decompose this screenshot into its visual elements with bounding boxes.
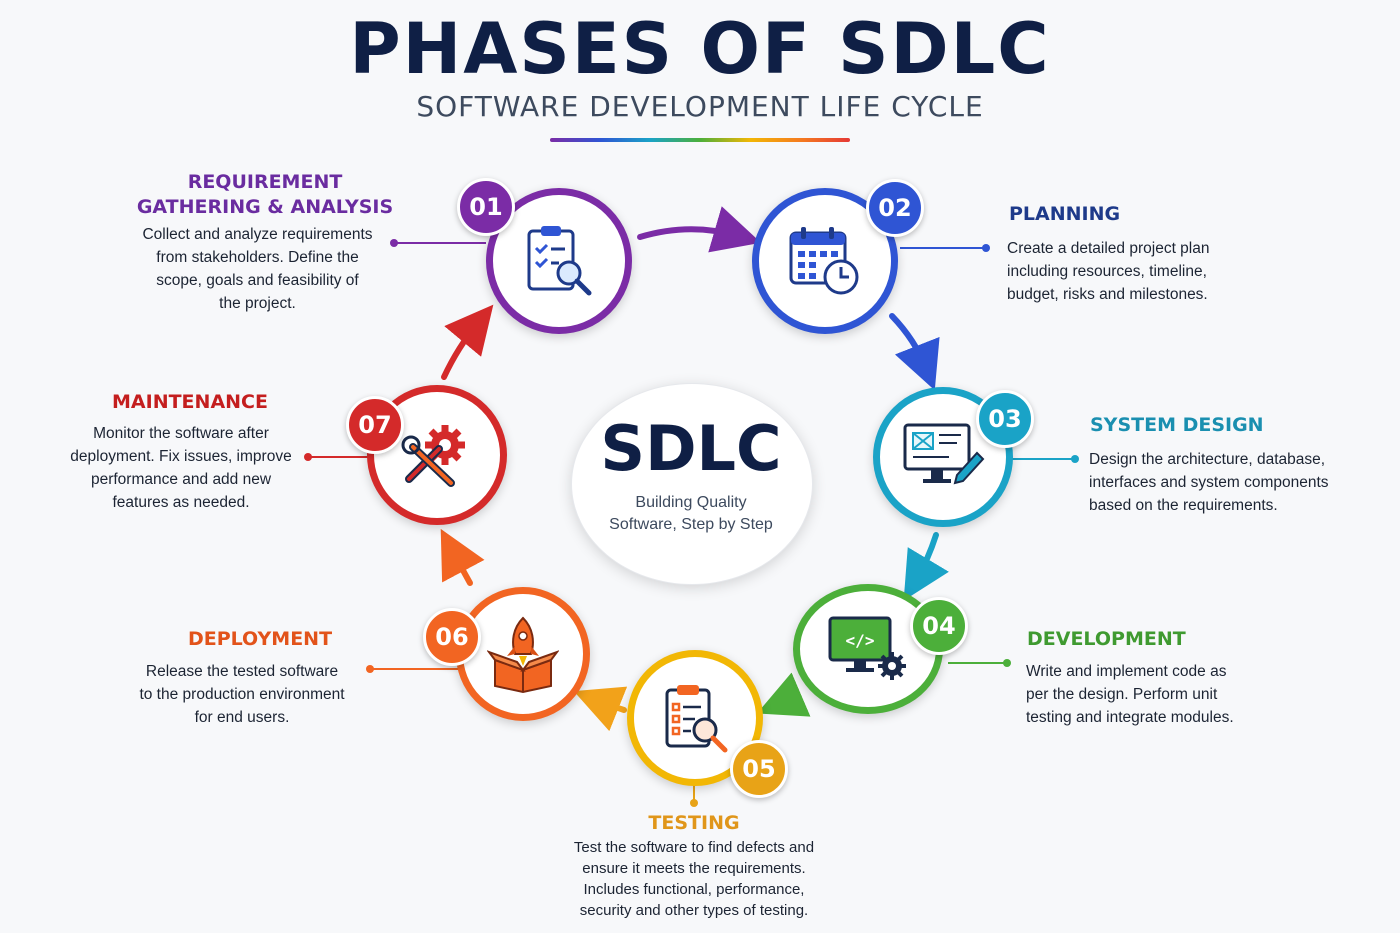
- phase-05-badge: 05: [730, 740, 788, 798]
- phase-06-circle: [456, 587, 590, 721]
- connector-06: [366, 665, 460, 673]
- center-circle: [571, 383, 813, 585]
- phase-02-desc: Create a detailed project plan including…: [1007, 237, 1307, 306]
- phase-07-desc-line: features as needed.: [112, 494, 250, 511]
- phase-02-desc-line: including resources, timeline,: [1007, 263, 1207, 280]
- phase-07-badge: 07: [346, 396, 404, 454]
- phase-02-title: PLANNING: [1009, 203, 1121, 225]
- phase-03-badge: 03: [976, 390, 1034, 448]
- phase-06-desc-line: for end users.: [194, 709, 290, 726]
- phase-01-desc-line: from stakeholders. Define the: [156, 249, 359, 266]
- phase-03-title: SYSTEM DESIGN: [1090, 414, 1264, 436]
- phase-03-desc-line: based on the requirements.: [1089, 497, 1278, 514]
- connector-03: [1010, 455, 1079, 463]
- phase-04-desc: Write and implement code as per the desi…: [1026, 660, 1326, 729]
- phase-06-title: DEPLOYMENT: [187, 628, 333, 650]
- connector-02: [900, 244, 990, 252]
- connector-04: [948, 659, 1011, 667]
- phase-02-desc-line: Create a detailed project plan: [1007, 240, 1210, 257]
- phase-05-title: TESTING: [648, 812, 740, 834]
- phase-06-desc-line: to the production environment: [139, 686, 345, 703]
- center-title: SDLC: [600, 412, 782, 485]
- phase-02-desc-line: budget, risks and milestones.: [1007, 286, 1208, 303]
- wrench-gear-icon: [401, 425, 465, 487]
- arrow-01-02: [637, 206, 762, 253]
- phase-04-desc-line: Write and implement code as: [1026, 663, 1227, 680]
- phase-07-desc-line: deployment. Fix issues, improve: [70, 448, 292, 465]
- phase-06-badge: 06: [423, 608, 481, 666]
- arrow-03-04: [903, 532, 949, 601]
- rainbow-divider: [550, 138, 850, 142]
- arrow-04-05: [756, 672, 811, 717]
- arrow-02-03: [889, 313, 940, 391]
- phase-01-desc-line: Collect and analyze requirements: [142, 226, 373, 243]
- phase-05-desc-line: Includes functional, performance,: [583, 881, 805, 898]
- phase-01-badge: 01: [457, 178, 515, 236]
- center-tagline-line1: Building Quality: [635, 494, 747, 511]
- phase-05-desc: Test the software to find defects and en…: [544, 837, 844, 921]
- page-subtitle: SOFTWARE DEVELOPMENT LIFE CYCLE: [416, 90, 984, 123]
- connector-05: [690, 784, 698, 807]
- phase-03-desc: Design the architecture, database, inter…: [1089, 448, 1389, 517]
- phase-04-title: DEVELOPMENT: [1027, 628, 1186, 650]
- page-title: PHASES OF SDLC: [349, 8, 1051, 90]
- phase-07-circle: [367, 385, 507, 525]
- phase-01-desc: Collect and analyze requirements from st…: [120, 223, 395, 315]
- phase-03-desc-line: interfaces and system components: [1089, 474, 1329, 491]
- phase-02-badge: 02: [866, 179, 924, 237]
- design-monitor-icon: [903, 423, 985, 485]
- connector-01: [390, 239, 486, 247]
- phase-05-desc-line: Test the software to find defects and: [573, 839, 815, 856]
- phase-04-circle: </>: [793, 584, 943, 714]
- phase-05-desc-line: ensure it meets the requirements.: [582, 860, 806, 877]
- connector-07: [304, 453, 370, 461]
- center-tagline-line2: Software, Step by Step: [609, 516, 773, 533]
- phase-05-desc-line: security and other types of testing.: [579, 902, 809, 919]
- phase-01-title: REQUIREMENT GATHERING & ANALYSIS: [120, 170, 410, 220]
- rocket-box-icon: [487, 616, 559, 694]
- phase-07-desc: Monitor the software after deployment. F…: [31, 422, 331, 514]
- svg-text:</>: </>: [846, 631, 875, 650]
- clipboard-search-icon: [527, 226, 592, 296]
- checklist-magnifier-icon: [665, 685, 728, 753]
- phase-01-desc-line: the project.: [219, 295, 296, 312]
- arrow-07-01: [441, 304, 494, 380]
- phase-06-desc: Release the tested software to the produ…: [92, 660, 392, 729]
- arrow-05-06: [573, 686, 628, 732]
- phase-07-desc-line: performance and add new: [90, 471, 272, 488]
- arrow-06-07: [440, 528, 485, 586]
- code-monitor-gear-icon: </>: [828, 616, 906, 680]
- phase-04-badge: 04: [910, 597, 968, 655]
- phase-01-desc-line: scope, goals and feasibility of: [156, 272, 359, 289]
- phase-03-desc-line: Design the architecture, database,: [1089, 451, 1326, 468]
- phase-06-desc-line: Release the tested software: [145, 663, 339, 680]
- center-tagline: Building Quality Software, Step by Step: [571, 492, 811, 536]
- phase-07-desc-line: Monitor the software after: [93, 425, 269, 442]
- phase-01-title-line1: REQUIREMENT: [187, 171, 343, 193]
- calendar-clock-icon: [789, 227, 859, 295]
- phase-07-title: MAINTENANCE: [112, 391, 268, 413]
- phase-04-desc-line: per the design. Perform unit: [1026, 686, 1218, 703]
- phase-04-desc-line: testing and integrate modules.: [1026, 709, 1234, 726]
- phase-01-title-line2: GATHERING & ANALYSIS: [136, 196, 394, 218]
